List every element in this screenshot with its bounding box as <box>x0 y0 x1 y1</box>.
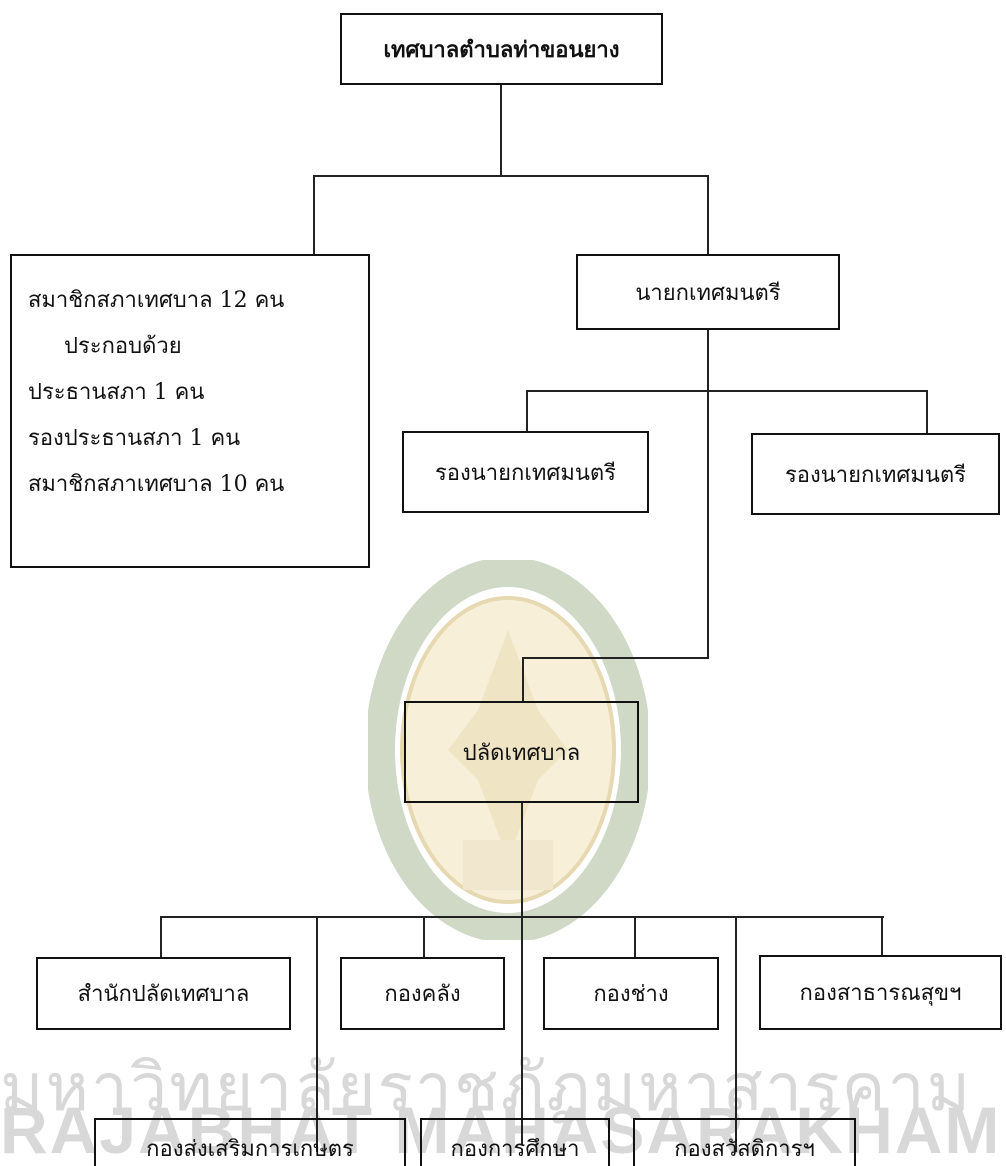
council-line: สมาชิกสภาเทศบาล 10 คน <box>28 472 285 497</box>
connector-line <box>500 84 502 176</box>
connector-line <box>313 175 709 177</box>
council-line: รองประธานสภา 1 คน <box>28 426 241 451</box>
connector-line <box>160 916 162 958</box>
connector-line <box>926 390 928 434</box>
mayor-node-box: นายกเทศมนตรี <box>576 254 840 330</box>
clerk-node-box: ปลัดเทศบาล <box>404 701 639 803</box>
connector-line <box>881 916 883 956</box>
mayor-node-label: นายกเทศมนตรี <box>635 280 781 306</box>
deputy-mayor-label: รองนายกเทศมนตรี <box>434 460 616 486</box>
watermark-english-text: RAJABHAT MAHASARAKHAM UNIVERSITY <box>0 1093 1006 1166</box>
council-node-box: สมาชิกสภาเทศบาล 12 คน ประกอบด้วย ประธานส… <box>10 254 370 568</box>
watermark-thai-text: มหาวิทยาลัยราชภัฏมหาสารคาม <box>0 1049 973 1126</box>
connector-line <box>313 175 315 255</box>
connector-line <box>521 802 523 1145</box>
division-label: สำนักปลัดเทศบาล <box>77 982 250 1007</box>
university-seal-watermark <box>368 560 648 940</box>
division-node-box: สำนักปลัดเทศบาล <box>36 957 291 1030</box>
root-node-label: เทศบาลตำบลท่าขอนยาง <box>383 36 620 63</box>
division-label: กองสาธารณสุขฯ <box>799 981 962 1006</box>
connector-line <box>316 916 318 1152</box>
council-line: ประธานสภา 1 คน <box>28 380 205 405</box>
division-label: กองส่งเสริมการเกษตร <box>146 1136 354 1162</box>
connector-line <box>522 657 524 703</box>
division-label: กองการศึกษา <box>450 1136 580 1162</box>
connector-line <box>735 916 737 1152</box>
deputy-mayor-node-box: รองนายกเทศมนตรี <box>751 433 1000 515</box>
connector-line <box>707 329 709 659</box>
council-line: ประกอบด้วย <box>64 334 182 359</box>
connector-line <box>160 916 884 918</box>
root-node-box: เทศบาลตำบลท่าขอนยาง <box>340 13 663 85</box>
division-label: กองช่าง <box>593 982 669 1007</box>
connector-line <box>526 390 528 432</box>
deputy-mayor-label: รองนายกเทศมนตรี <box>784 462 966 488</box>
connector-line <box>522 657 709 659</box>
division-node-box: กองช่าง <box>543 957 719 1030</box>
connector-line <box>423 916 425 958</box>
division-node-box: กองส่งเสริมการเกษตร <box>94 1118 406 1166</box>
division-node-box: กองการศึกษา <box>420 1118 610 1166</box>
clerk-node-label: ปลัดเทศบาล <box>462 740 581 766</box>
division-node-box: กองสวัสดิการฯ <box>633 1118 856 1166</box>
division-node-box: กองคลัง <box>340 957 505 1030</box>
deputy-mayor-node-box: รองนายกเทศมนตรี <box>402 431 649 513</box>
connector-line <box>707 175 709 256</box>
council-line: สมาชิกสภาเทศบาล 12 คน <box>28 288 285 313</box>
connector-line <box>526 390 928 392</box>
division-label: กองสวัสดิการฯ <box>674 1136 815 1162</box>
division-node-box: กองสาธารณสุขฯ <box>759 955 1002 1030</box>
connector-line <box>634 916 636 958</box>
division-label: กองคลัง <box>384 982 461 1007</box>
